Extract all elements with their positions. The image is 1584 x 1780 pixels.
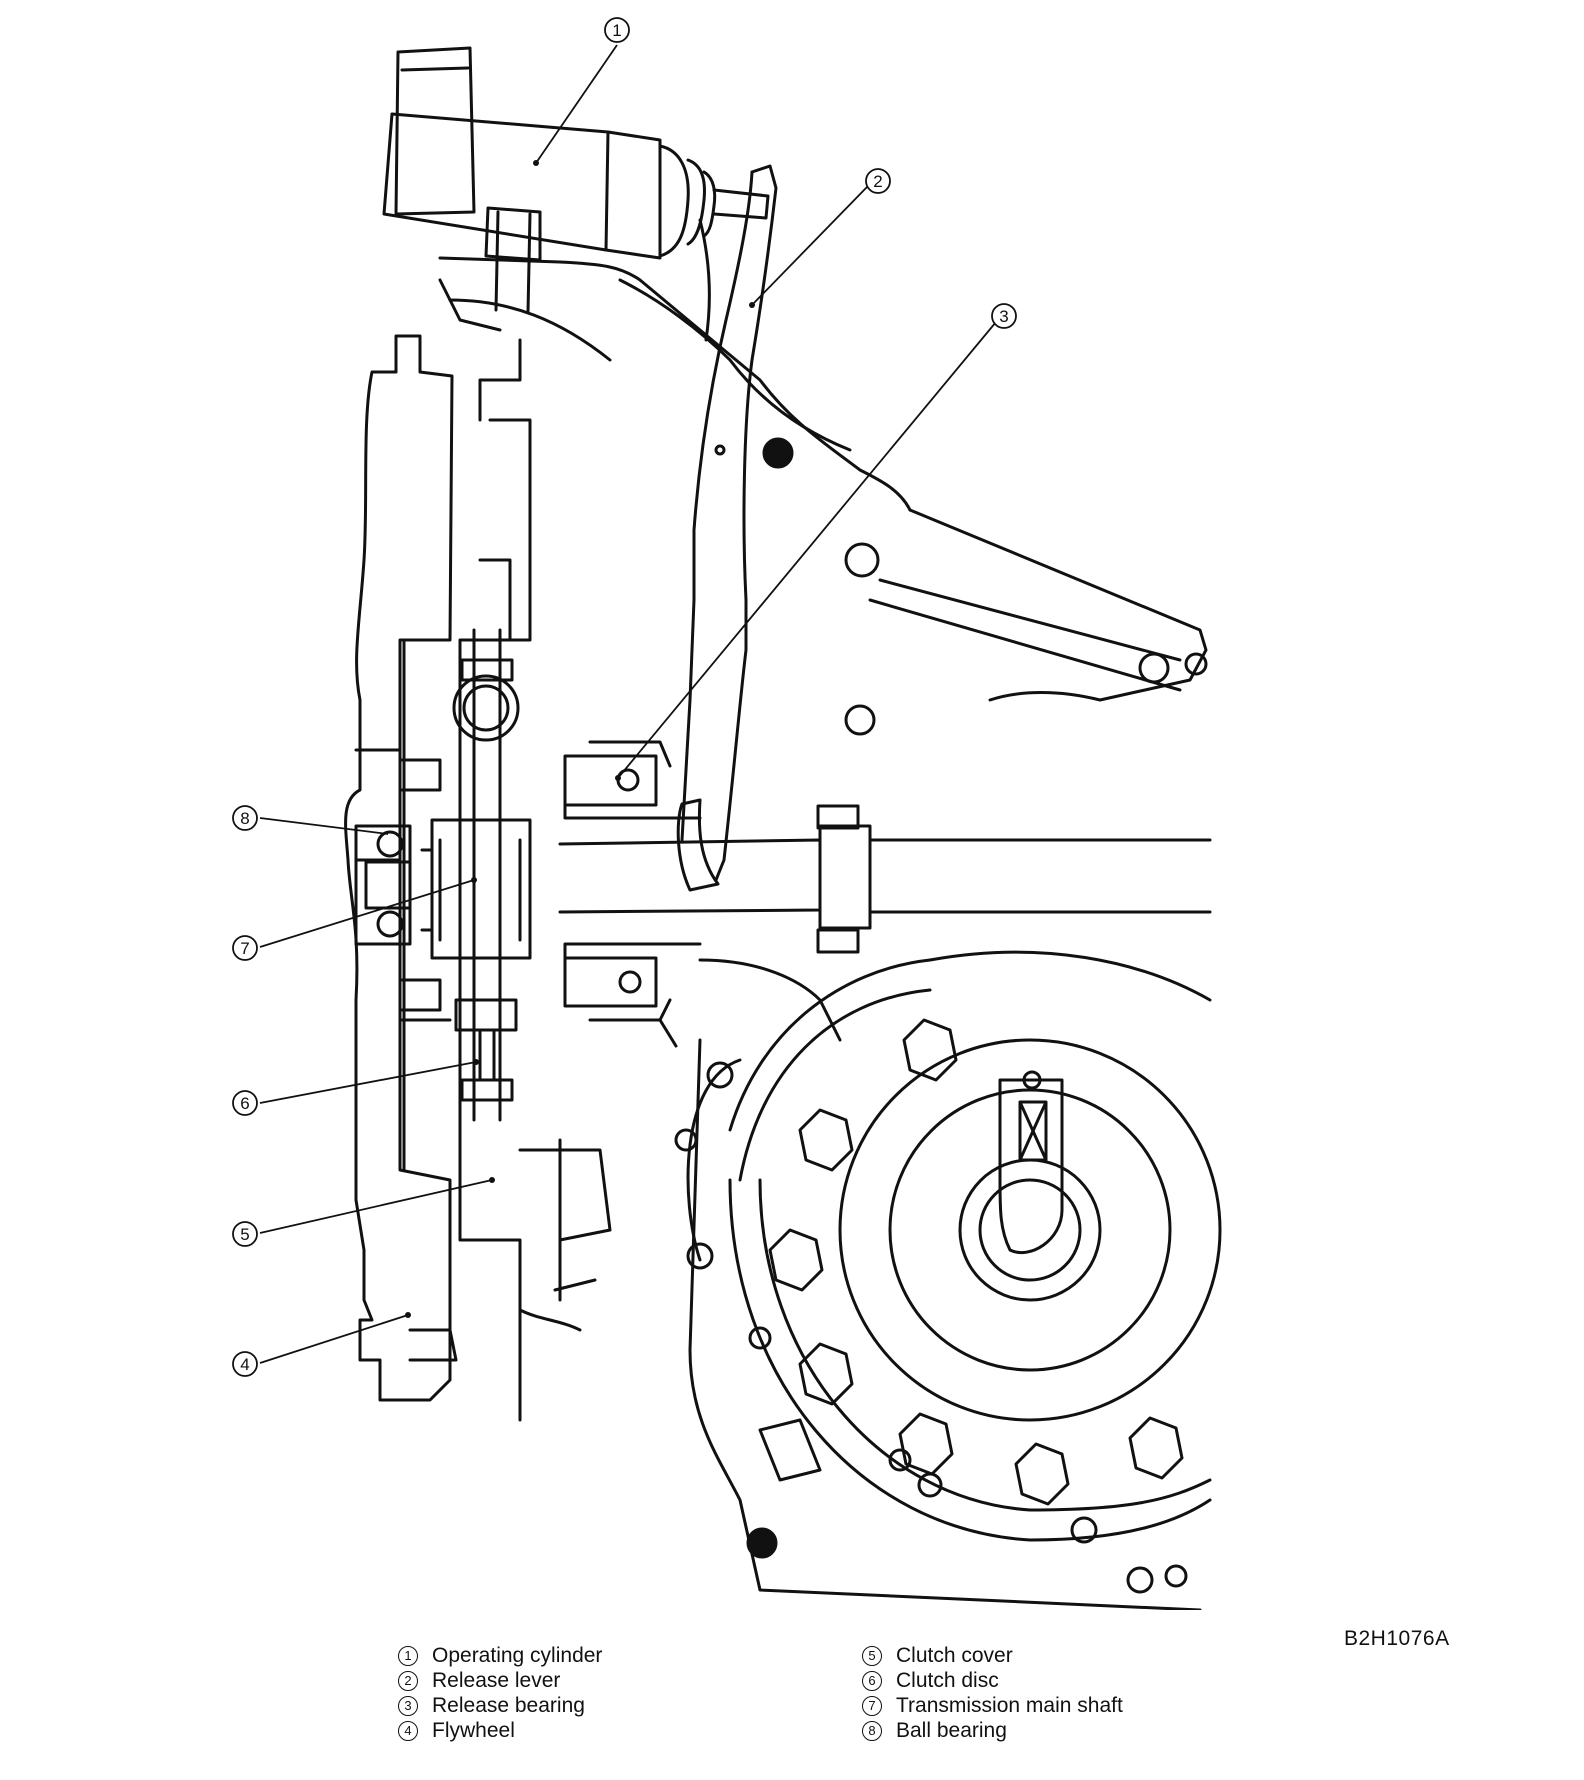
- legend-number: 4: [398, 1720, 418, 1741]
- legend-label: Ball bearing: [896, 1719, 1007, 1742]
- svg-text:8: 8: [240, 809, 249, 828]
- callout-7: 7: [232, 935, 258, 961]
- ring-gear-bolts: [768, 1018, 1184, 1506]
- flywheel: [344, 334, 458, 1402]
- legend-item: 7 Transmission main shaft: [862, 1693, 1123, 1718]
- legend-number: 2: [398, 1670, 418, 1691]
- clutch-disc: [452, 628, 520, 1122]
- legend-label: Flywheel: [432, 1719, 515, 1742]
- legend-number: 3: [398, 1695, 418, 1716]
- legend-label: Release lever: [432, 1669, 561, 1692]
- svg-text:4: 4: [240, 1355, 249, 1374]
- legend-number: 8: [862, 1720, 882, 1741]
- legend-label: Transmission main shaft: [896, 1694, 1123, 1717]
- housing-bracket: [438, 256, 1208, 702]
- ball-bearing: [354, 824, 412, 946]
- svg-text:2: 2: [873, 172, 882, 191]
- legend-number: 5: [862, 1645, 882, 1666]
- legend-left-column: 1 Operating cylinder 2 Release lever 3 R…: [398, 1643, 602, 1743]
- legend-label: Clutch disc: [896, 1669, 999, 1692]
- clutch-cover: [458, 338, 612, 1422]
- operating-cylinder: [382, 46, 770, 314]
- legend-item: 8 Ball bearing: [862, 1718, 1123, 1743]
- legend-label: Clutch cover: [896, 1644, 1013, 1667]
- legend-item: 4 Flywheel: [398, 1718, 602, 1743]
- svg-text:7: 7: [240, 939, 249, 958]
- release-lever: [680, 164, 778, 882]
- callout-3: 3: [991, 303, 1017, 329]
- legend-item: 5 Clutch cover: [862, 1643, 1123, 1668]
- release-bearing: [563, 740, 702, 1048]
- legend-item: 6 Clutch disc: [862, 1668, 1123, 1693]
- legend-number: 1: [398, 1645, 418, 1666]
- lower-housing: [674, 958, 1202, 1610]
- transmission-main-shaft: [420, 798, 1212, 960]
- legend-number: 6: [862, 1670, 882, 1691]
- legend-item: 1 Operating cylinder: [398, 1643, 602, 1668]
- svg-text:5: 5: [240, 1225, 249, 1244]
- clutch-cross-section-diagram: 1 2 3 8 7 6 5 4: [232, 17, 1222, 1610]
- legend-right-column: 5 Clutch cover 6 Clutch disc 7 Transmiss…: [862, 1643, 1123, 1743]
- callout-8: 8: [232, 805, 258, 831]
- callout-6: 6: [232, 1090, 258, 1116]
- svg-text:6: 6: [240, 1094, 249, 1113]
- legend-label: Release bearing: [432, 1694, 585, 1717]
- callout-1: 1: [604, 17, 630, 43]
- ring-gear: [728, 950, 1222, 1542]
- svg-text:3: 3: [999, 307, 1008, 326]
- legend-number: 7: [862, 1695, 882, 1716]
- callout-5: 5: [232, 1221, 258, 1247]
- legend-item: 3 Release bearing: [398, 1693, 602, 1718]
- callout-2: 2: [865, 168, 891, 194]
- drawing-code: B2H1076A: [1344, 1627, 1450, 1650]
- legend-label: Operating cylinder: [432, 1644, 603, 1667]
- svg-text:1: 1: [612, 21, 621, 40]
- legend-item: 2 Release lever: [398, 1668, 602, 1693]
- callout-4: 4: [232, 1351, 258, 1377]
